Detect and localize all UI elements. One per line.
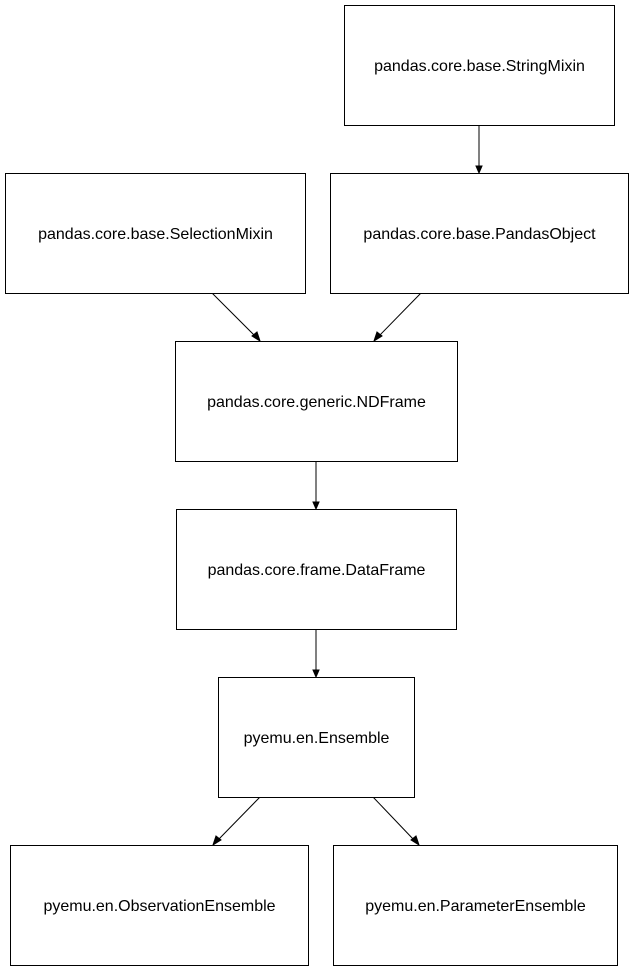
node-label: pandas.core.base.SelectionMixin <box>38 226 273 243</box>
nodes: pandas.core.base.StringMixin pandas.core… <box>5 5 629 966</box>
edge-pandasobject-to-ndframe <box>373 292 422 343</box>
node-label: pyemu.en.ObservationEnsemble <box>43 898 275 915</box>
node-selection-mixin: pandas.core.base.SelectionMixin <box>5 173 306 294</box>
node-label: pandas.core.generic.NDFrame <box>207 394 426 411</box>
node-ndframe: pandas.core.generic.NDFrame <box>175 341 458 462</box>
arrow-head <box>212 835 222 847</box>
edge-ensemble-to-parameterensemble <box>372 796 420 847</box>
node-label: pyemu.en.ParameterEnsemble <box>365 898 586 915</box>
edge-ndframe-to-dataframe <box>312 461 320 511</box>
arrow-head <box>475 165 483 175</box>
node-ensemble: pyemu.en.Ensemble <box>218 677 415 798</box>
arrow-head <box>410 835 420 847</box>
edge-stringmixin-to-pandasobject <box>475 125 483 175</box>
arrow-head <box>312 501 320 511</box>
node-string-mixin: pandas.core.base.StringMixin <box>344 5 615 126</box>
node-label: pandas.core.base.PandasObject <box>363 226 596 243</box>
node-parameter-ensemble: pyemu.en.ParameterEnsemble <box>333 845 618 966</box>
edges <box>211 125 483 847</box>
node-label: pandas.core.base.StringMixin <box>374 58 585 75</box>
node-observation-ensemble: pyemu.en.ObservationEnsemble <box>10 845 309 966</box>
node-pandas-object: pandas.core.base.PandasObject <box>330 173 629 294</box>
arrow-head <box>373 331 383 343</box>
edge-dataframe-to-ensemble <box>312 629 320 679</box>
arrow-head <box>312 669 320 679</box>
node-label: pyemu.en.Ensemble <box>244 730 390 747</box>
edge-selectionmixin-to-ndframe <box>211 292 261 343</box>
node-label: pandas.core.frame.DataFrame <box>208 562 426 579</box>
node-dataframe: pandas.core.frame.DataFrame <box>176 509 457 630</box>
edge-ensemble-to-observationensemble <box>212 796 261 847</box>
arrow-head <box>251 331 261 343</box>
